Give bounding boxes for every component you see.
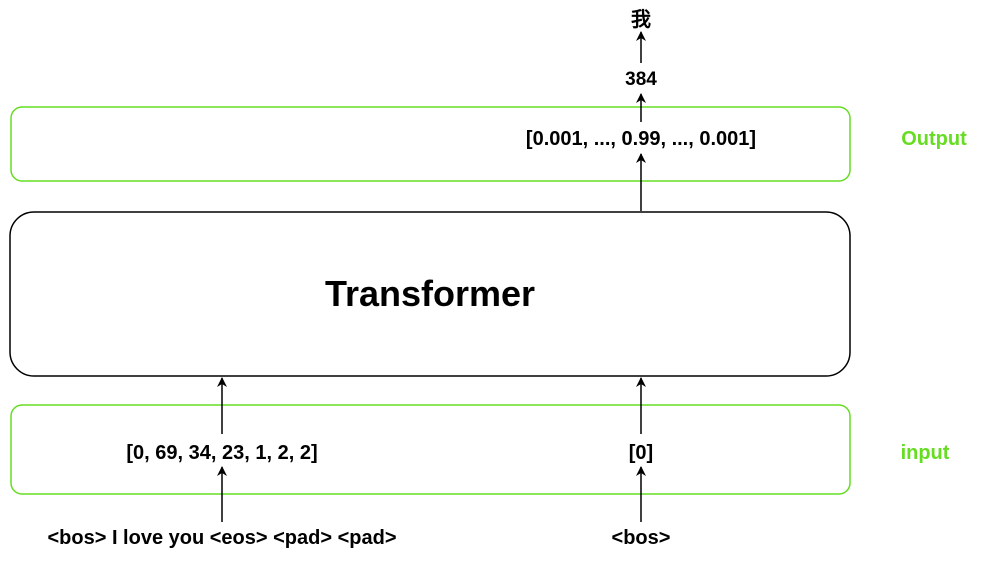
transformer-box <box>9 211 851 377</box>
encoder-token-ids: [0, 69, 34, 23, 1, 2, 2] <box>126 442 317 464</box>
output-token-id: 384 <box>625 69 657 90</box>
decoder-token-ids: [0] <box>629 442 653 464</box>
input-box <box>10 404 851 495</box>
output-box <box>10 106 851 182</box>
decoder-input-tokens: <bos> <box>612 527 671 549</box>
output-section-label: Output <box>901 128 967 150</box>
output-token: 我 <box>631 7 651 31</box>
input-section-label: input <box>901 442 950 464</box>
transformer-label: Transformer <box>325 273 535 314</box>
encoder-input-tokens: <bos> I love you <eos> <pad> <pad> <box>47 527 396 549</box>
output-vector: [0.001, ..., 0.99, ..., 0.001] <box>526 128 756 150</box>
